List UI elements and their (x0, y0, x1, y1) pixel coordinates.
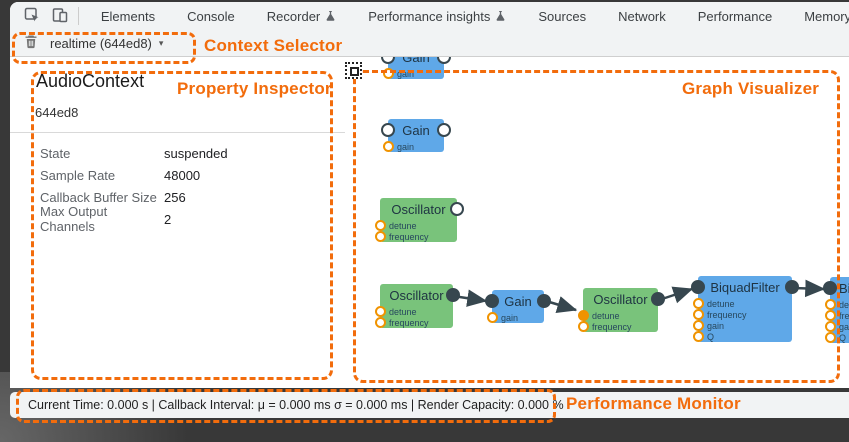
output-port[interactable] (450, 202, 464, 216)
param-label: gain (501, 312, 519, 323)
property-row: Callback Buffer Size 256 (40, 189, 186, 205)
param-port[interactable] (825, 321, 836, 332)
param-port[interactable] (375, 231, 386, 242)
toolbar-divider (78, 7, 79, 25)
delete-context-icon[interactable] (24, 34, 38, 52)
output-port[interactable] (651, 292, 665, 306)
param-label: detune (707, 298, 735, 309)
input-port[interactable] (691, 280, 705, 294)
experiment-flask-icon (326, 10, 335, 21)
node-title: Oscillator (593, 291, 648, 307)
param-label: gain (707, 320, 725, 331)
audio-node-gain-3[interactable]: Gain gain (485, 290, 551, 323)
divider (10, 132, 345, 133)
param-label: detune (839, 299, 849, 310)
tab-network[interactable]: Network (618, 8, 666, 24)
tab-performance[interactable]: Performance (697, 8, 773, 24)
param-port[interactable] (825, 332, 836, 343)
input-port[interactable] (381, 123, 395, 137)
param-label: gain (839, 321, 849, 332)
param-port[interactable] (693, 298, 704, 309)
tab-elements[interactable]: Elements (100, 8, 156, 24)
property-table: State suspended Sample Rate 48000 Callba… (40, 142, 228, 235)
panel-tabs: Elements Console Recorder Performance in… (85, 2, 849, 30)
param-port[interactable] (693, 331, 704, 342)
context-selector-dropdown[interactable]: realtime (644ed8) (50, 35, 152, 51)
output-port[interactable] (537, 294, 551, 308)
param-label: detune (389, 220, 417, 231)
param-label: gain (397, 141, 415, 152)
property-row: Max Output Channels 2 (40, 204, 172, 234)
inspect-element-icon[interactable] (24, 7, 40, 26)
tab-recorder[interactable]: Recorder (251, 2, 352, 30)
device-toolbar-icon[interactable] (52, 7, 68, 26)
node-title: BiquadFilter (839, 280, 849, 296)
param-port[interactable] (375, 317, 386, 328)
audio-node-oscillator-3[interactable]: Oscillator detune frequency (578, 288, 665, 332)
param-label: detune (389, 306, 417, 317)
audio-node-oscillator-1[interactable]: Oscillator detune frequency (375, 198, 464, 242)
performance-metrics-text: Current Time: 0.000 s | Callback Interva… (28, 398, 564, 412)
node-title: Oscillator (389, 287, 444, 303)
param-port[interactable] (383, 141, 394, 152)
output-port[interactable] (437, 123, 451, 137)
param-port[interactable] (375, 306, 386, 317)
tab-console[interactable]: Console (187, 8, 235, 24)
param-port[interactable] (693, 309, 704, 320)
devtools-toolbar: Elements Console Recorder Performance in… (10, 2, 849, 31)
param-port[interactable] (487, 312, 498, 323)
audio-node-biquadfilter-2[interactable]: BiquadFilter detune frequency gain Q (823, 277, 849, 343)
param-port[interactable] (693, 320, 704, 331)
output-port[interactable] (446, 288, 460, 302)
audio-node-oscillator-2[interactable]: Oscillator detune frequency (375, 284, 460, 328)
param-port-connected[interactable] (578, 310, 589, 321)
node-title: BiquadFilter (710, 279, 780, 295)
experiment-flask-icon (496, 10, 505, 21)
tab-performance-insights[interactable]: Performance insights (352, 2, 522, 30)
node-title: Oscillator (391, 201, 446, 217)
param-label: frequency (707, 309, 747, 320)
param-label: Q (839, 332, 847, 343)
performance-status-bar: Current Time: 0.000 s | Callback Interva… (10, 392, 849, 418)
edge-gain-to-oscillator-detune (545, 296, 578, 313)
input-port[interactable] (485, 294, 499, 308)
tab-memory[interactable]: Memory (804, 8, 849, 24)
node-title: Gain (504, 293, 532, 309)
chevron-down-icon: ▾ (158, 37, 164, 48)
webaudio-context-toolbar: realtime (644ed8) ▾ (10, 30, 849, 57)
audio-node-gain-2[interactable]: Gain gain (381, 119, 451, 152)
property-row: State suspended (40, 145, 228, 161)
param-port[interactable] (825, 299, 836, 310)
param-port[interactable] (825, 310, 836, 321)
param-port[interactable] (375, 220, 386, 231)
property-inspector-pane: AudioContext 644ed8 State suspended Samp… (10, 56, 345, 388)
param-label: detune (592, 310, 620, 321)
tab-sources[interactable]: Sources (538, 8, 587, 24)
context-id: 644ed8 (35, 105, 79, 120)
param-label: frequency (839, 310, 849, 321)
node-title: Gain (402, 122, 430, 138)
param-label: gain (397, 68, 415, 79)
param-port[interactable] (383, 68, 394, 79)
param-label: Q (707, 331, 715, 342)
property-row: Sample Rate 48000 (40, 167, 201, 183)
audio-node-biquadfilter-1[interactable]: BiquadFilter detune frequency gain Q (691, 276, 799, 342)
param-port[interactable] (578, 321, 589, 332)
param-label: frequency (592, 321, 632, 332)
param-label: frequency (389, 231, 429, 242)
output-port[interactable] (785, 280, 799, 294)
input-port[interactable] (823, 281, 837, 295)
param-label: frequency (389, 317, 429, 328)
context-type-title: AudioContext (36, 71, 145, 91)
annotation-corner-marker (345, 62, 362, 79)
